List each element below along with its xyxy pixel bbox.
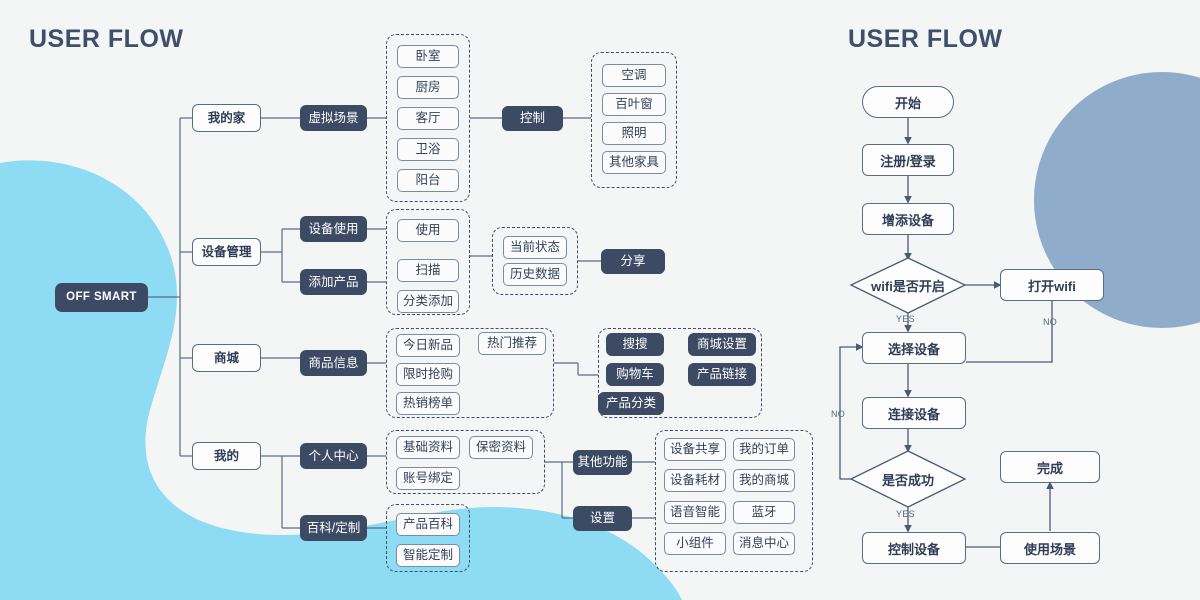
node-flash-sale[interactable]: 限时抢购 [396, 363, 460, 386]
node-lighting[interactable]: 照明 [602, 122, 666, 145]
group-mall-functions [598, 328, 762, 418]
flow-node-success-decision[interactable]: 是否成功 [851, 451, 965, 507]
flow-node-wifi-enabled-decision[interactable]: wifi是否开启 [851, 258, 965, 313]
node-control[interactable]: 控制 [502, 106, 563, 131]
flow-node-wifi-enabled-label: wifi是否开启 [871, 279, 945, 294]
node-hot-recommend[interactable]: 热门推荐 [478, 332, 546, 355]
edge-label-wifi-no: NO [1043, 317, 1058, 327]
node-use[interactable]: 使用 [397, 219, 459, 242]
edge-label-wifi-yes: YES [896, 314, 915, 324]
node-history-data[interactable]: 历史数据 [503, 263, 567, 286]
node-account-binding[interactable]: 账号绑定 [396, 467, 460, 490]
node-hot-ranking[interactable]: 热销榜单 [396, 392, 460, 415]
node-device-consumables[interactable]: 设备耗材 [664, 469, 726, 492]
node-blinds[interactable]: 百叶窗 [602, 93, 666, 116]
node-voice-smart[interactable]: 语音智能 [664, 501, 726, 524]
node-bathroom[interactable]: 卫浴 [397, 138, 459, 161]
node-shopping-cart[interactable]: 购物车 [606, 363, 664, 386]
node-air-conditioner[interactable]: 空调 [602, 64, 666, 87]
node-private-info[interactable]: 保密资料 [469, 436, 533, 459]
node-my-orders[interactable]: 我的订单 [733, 438, 795, 461]
flow-node-start[interactable]: 开始 [862, 86, 954, 118]
group-device-actions [386, 209, 470, 315]
flow-node-use-scene[interactable]: 使用场景 [1000, 532, 1100, 564]
node-product-link[interactable]: 产品链接 [688, 363, 756, 386]
node-new-today[interactable]: 今日新品 [396, 334, 460, 357]
node-bedroom[interactable]: 卧室 [397, 45, 459, 68]
node-product-wiki[interactable]: 产品百科 [396, 513, 460, 536]
node-product-info[interactable]: 商品信息 [300, 350, 367, 376]
group-wiki-custom [386, 504, 470, 572]
branch-my-home[interactable]: 我的家 [192, 104, 261, 132]
node-other-furniture[interactable]: 其他家具 [602, 151, 666, 174]
node-share[interactable]: 分享 [601, 249, 665, 274]
page-title-right: USER FLOW [848, 25, 1003, 53]
flow-node-connect-device[interactable]: 连接设备 [862, 397, 966, 429]
light-blue-blob [0, 160, 682, 600]
flow-node-signup-login[interactable]: 注册/登录 [862, 144, 954, 176]
node-wiki-custom[interactable]: 百科/定制 [300, 515, 367, 541]
node-message-center[interactable]: 消息中心 [733, 532, 795, 555]
node-basic-info[interactable]: 基础资料 [396, 436, 460, 459]
node-product-category[interactable]: 产品分类 [598, 392, 664, 415]
flow-node-success-label: 是否成功 [881, 472, 934, 488]
node-virtual-scene[interactable]: 虚拟场景 [300, 105, 367, 131]
node-category-add[interactable]: 分类添加 [397, 290, 459, 313]
node-device-sharing[interactable]: 设备共享 [664, 438, 726, 461]
node-other-functions[interactable]: 其他功能 [573, 450, 632, 475]
node-device-usage[interactable]: 设备使用 [300, 216, 367, 242]
flow-node-open-wifi[interactable]: 打开wifi [1000, 269, 1104, 301]
node-personal-center[interactable]: 个人中心 [300, 443, 367, 469]
node-widgets[interactable]: 小组件 [664, 532, 726, 555]
node-mall-settings[interactable]: 商城设置 [688, 333, 756, 356]
edge-label-success-no: NO [831, 409, 846, 419]
flow-node-done[interactable]: 完成 [1000, 451, 1100, 483]
flow-node-add-device[interactable]: 增添设备 [862, 203, 954, 235]
branch-mall[interactable]: 商城 [192, 344, 261, 372]
group-personal-info [386, 430, 545, 494]
node-kitchen[interactable]: 厨房 [397, 76, 459, 99]
node-add-product[interactable]: 添加产品 [300, 269, 367, 295]
group-appliances [591, 52, 677, 188]
group-product-listings [386, 328, 554, 418]
page-title-left: USER FLOW [29, 25, 184, 53]
node-bluetooth[interactable]: 蓝牙 [733, 501, 795, 524]
node-scan[interactable]: 扫描 [397, 259, 459, 282]
node-settings[interactable]: 设置 [573, 506, 632, 531]
blue-gray-circle [1034, 72, 1200, 328]
group-rooms [386, 34, 470, 202]
flow-node-select-device[interactable]: 选择设备 [862, 332, 966, 364]
group-device-status [492, 227, 578, 295]
node-balcony[interactable]: 阳台 [397, 169, 459, 192]
branch-mine[interactable]: 我的 [192, 442, 261, 470]
edge-label-success-yes: YES [896, 509, 915, 519]
node-search[interactable]: 搜搜 [606, 333, 664, 356]
node-smart-custom[interactable]: 智能定制 [396, 544, 460, 567]
node-livingroom[interactable]: 客厅 [397, 107, 459, 130]
group-account-features [655, 430, 813, 572]
node-current-status[interactable]: 当前状态 [503, 236, 567, 259]
mindmap-root-node[interactable]: OFF SMART [55, 283, 148, 312]
node-my-mall[interactable]: 我的商城 [733, 469, 795, 492]
flow-node-control-device[interactable]: 控制设备 [862, 532, 966, 564]
branch-device-management[interactable]: 设备管理 [192, 238, 261, 266]
